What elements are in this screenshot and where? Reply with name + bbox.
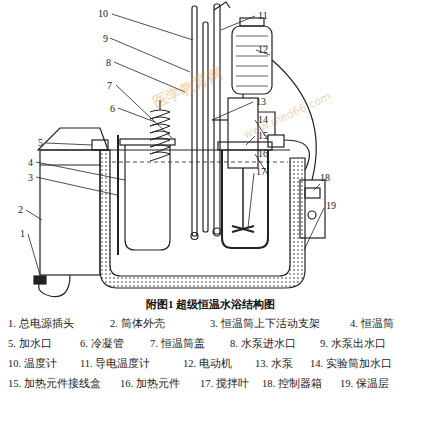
part-list-item: 10. 温度计	[8, 358, 57, 370]
callout-number: 5	[38, 137, 43, 148]
inner-vessel	[125, 145, 170, 250]
water-port	[92, 140, 108, 150]
thermometer	[192, 6, 197, 236]
part-list-item: 4. 恒温筒	[350, 318, 394, 330]
fill-port	[268, 135, 284, 147]
callout-number: 3	[28, 172, 33, 183]
plug	[34, 276, 46, 284]
callout-number: 17	[256, 166, 266, 177]
part-list-item: 16. 加热元件	[120, 378, 180, 390]
part-list-item: 19. 保温层	[340, 378, 389, 390]
part-list-item: 3. 恒温筒上下活动支架	[210, 318, 320, 330]
part-list-item: 8. 水泵进水口	[230, 338, 296, 350]
part-list-item: 1. 总电源插头	[8, 318, 74, 330]
callout-number: 11	[258, 10, 268, 21]
part-list-item: 12. 电动机	[183, 358, 232, 370]
part-list-item: 5. 加水口	[8, 338, 52, 350]
callout-number: 18	[320, 172, 330, 183]
motor	[232, 26, 272, 94]
callout-number: 8	[106, 57, 111, 68]
callout-number: 19	[326, 200, 336, 211]
part-list-item: 9. 水泵出水口	[320, 338, 386, 350]
stirrer	[232, 226, 254, 232]
callout-number: 16	[258, 148, 268, 159]
support-rod	[117, 135, 119, 255]
callout-number: 12	[258, 44, 268, 55]
callout-number: 4	[28, 157, 33, 168]
callout-number: 6	[110, 103, 115, 114]
pump-inlet	[212, 119, 228, 120]
callout-number: 7	[107, 80, 112, 91]
part-list-item: 13. 水泵	[255, 358, 293, 370]
callout-number: 13	[256, 96, 266, 107]
part-list-item: 7. 恒温筒盖	[150, 338, 205, 350]
motor-fins	[236, 36, 268, 86]
callout-number: 10	[98, 8, 108, 19]
condenser-coil	[150, 110, 170, 161]
caption: 附图1 超级恒温水浴结构图	[146, 297, 275, 312]
part-list-item: 15. 加热元件接线盒	[8, 378, 101, 390]
part-list-item: 17. 搅拌叶	[200, 378, 249, 390]
control-box	[300, 180, 325, 238]
callout-number: 2	[18, 204, 23, 215]
part-list-item: 11. 导电温度计	[80, 358, 150, 370]
part-list-item: 2. 筒体外壳	[110, 318, 165, 330]
leader-lines	[26, 14, 324, 275]
lid	[38, 128, 108, 150]
callout-number: 9	[103, 33, 108, 44]
part-list-item: 6. 冷凝管	[80, 338, 124, 350]
vessel-cover	[120, 139, 175, 145]
part-list-item: 14. 实验筒加水口	[310, 358, 392, 370]
heater	[222, 150, 268, 248]
part-list-item: 18. 控制器箱	[262, 378, 322, 390]
callout-number: 1	[20, 228, 25, 239]
